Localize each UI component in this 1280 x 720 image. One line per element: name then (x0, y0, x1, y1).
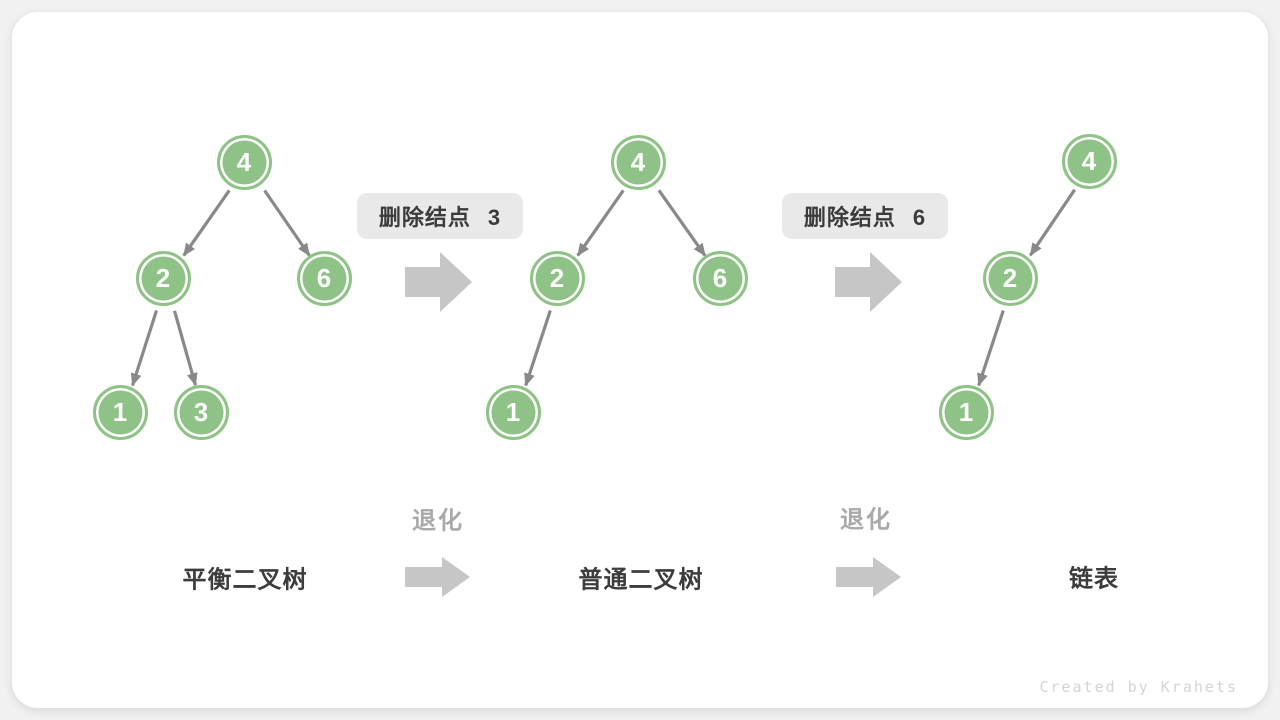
right-block-arrow-icon (405, 557, 470, 597)
right-block-arrow-icon (405, 252, 472, 312)
edge-arrow-t1-4-2 (182, 189, 231, 257)
delete-node-6-badge: 删除结点 6 (782, 193, 948, 239)
edge-arrow-t3-2-1 (977, 310, 1005, 387)
degrade-label: 退化 (412, 507, 464, 535)
edge-arrow-t1-2-3 (172, 310, 198, 387)
caption-balanced-binary-tree: 平衡二叉树 (182, 566, 308, 594)
watermark-credit: Created by Krahets (1039, 678, 1238, 696)
tree1-node: 6 (296, 250, 352, 306)
tree1-node: 3 (173, 384, 229, 440)
caption-ordinary-binary-tree: 普通二叉树 (578, 566, 704, 594)
tree2-node: 1 (485, 384, 541, 440)
tree2-node: 4 (610, 134, 666, 190)
tree3-node: 1 (938, 384, 994, 440)
tree2-node: 2 (529, 250, 585, 306)
right-block-arrow-icon (835, 252, 902, 312)
edge-arrow-t2-4-6 (657, 189, 707, 257)
diagram-card (12, 12, 1268, 708)
caption-linked-list: 链表 (1069, 565, 1119, 593)
edge-arrow-t2-4-2 (576, 189, 625, 257)
degrade-label: 退化 (840, 506, 892, 534)
tree1-node: 1 (92, 384, 148, 440)
edge-arrow-t1-2-1 (130, 310, 159, 387)
tree1-node: 4 (216, 134, 272, 190)
tree3-node: 4 (1061, 133, 1117, 189)
tree2-node: 6 (692, 250, 748, 306)
edge-arrow-t3-4-2 (1028, 188, 1077, 257)
delete-node-3-badge: 删除结点 3 (357, 193, 523, 239)
edge-arrow-t1-4-6 (263, 189, 311, 257)
tree1-node: 2 (135, 250, 191, 306)
tree3-node: 2 (982, 250, 1038, 306)
edge-arrow-t2-2-1 (524, 310, 552, 387)
right-block-arrow-icon (836, 557, 901, 597)
